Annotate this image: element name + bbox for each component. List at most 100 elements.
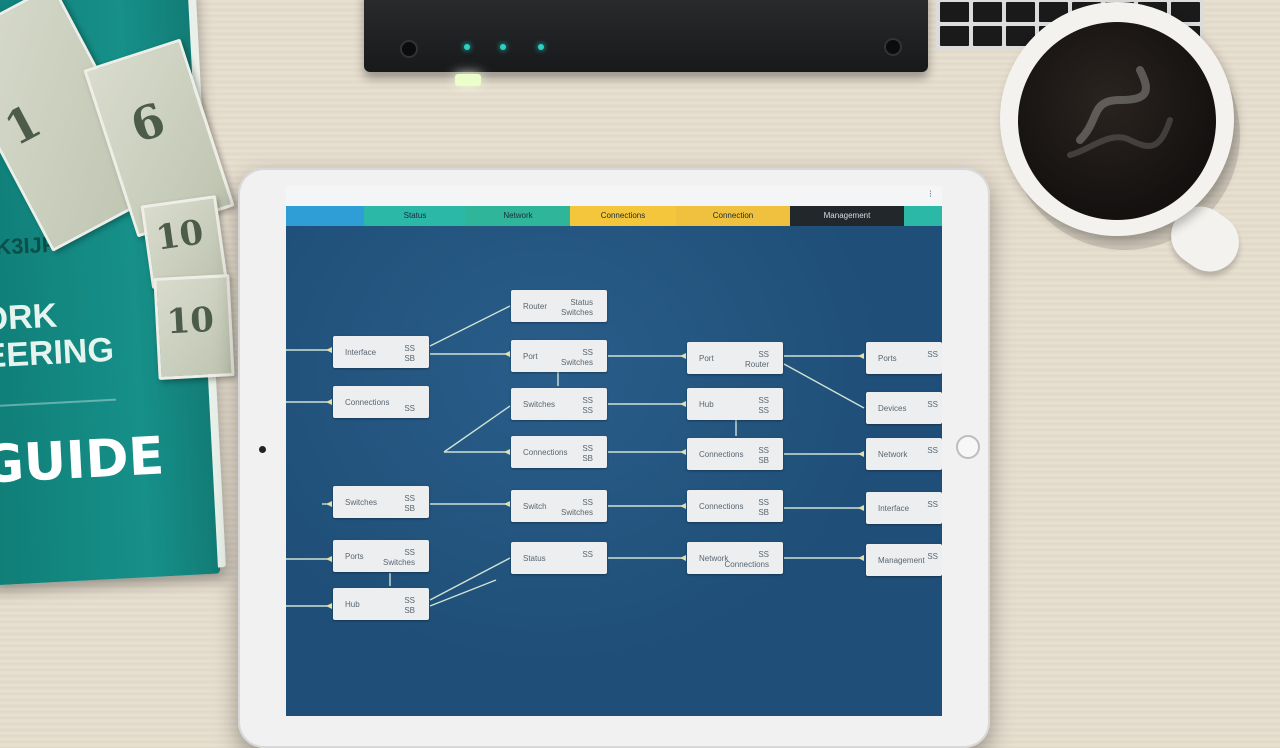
ethernet-port xyxy=(940,26,969,46)
book-divider xyxy=(0,398,117,408)
node-meta: SS xyxy=(758,396,769,405)
tablet-camera xyxy=(259,446,266,453)
node-meta: SS xyxy=(758,406,769,415)
node-meta: Switches xyxy=(560,308,593,317)
node-meta: SS xyxy=(927,446,938,455)
node-label: Hub xyxy=(345,600,360,609)
node-meta: SB xyxy=(404,606,415,615)
node-label: Switch xyxy=(523,502,547,511)
tab-label: Network xyxy=(503,211,533,220)
tablet-home-button[interactable] xyxy=(956,435,980,459)
tab-management[interactable]: Management xyxy=(790,206,904,226)
diagram-node[interactable]: Devices SS xyxy=(866,392,942,424)
node-label: Ports xyxy=(345,552,364,561)
node-label: Ports xyxy=(878,354,897,363)
tab-connection[interactable]: Connection xyxy=(676,206,790,226)
node-label: Connections xyxy=(523,448,568,457)
network-switch xyxy=(364,0,1204,72)
coffee-surface xyxy=(1018,22,1216,220)
node-label: Interface xyxy=(345,348,377,357)
node-label: Network xyxy=(878,450,908,459)
node-meta: SS xyxy=(927,552,938,561)
node-meta: SS xyxy=(404,494,415,503)
tab-6[interactable] xyxy=(904,206,942,226)
tab-bar: Status Network Connections Connection Ma… xyxy=(286,206,942,226)
diagram-node[interactable]: Network SS xyxy=(866,438,942,470)
diagram-node[interactable]: Switch SS Switches xyxy=(511,490,607,522)
diagram-node[interactable]: Port SS Switches xyxy=(511,340,607,372)
node-meta: Connections xyxy=(724,560,769,569)
node-meta: SS xyxy=(404,548,415,557)
node-meta: SS xyxy=(582,396,593,405)
switch-screw xyxy=(884,38,902,56)
diagram-node[interactable]: Connections SS xyxy=(333,386,429,418)
diagram-node[interactable]: Hub SS SS xyxy=(687,388,783,420)
dollar-bill-4: 10 xyxy=(153,274,235,380)
bill-denomination: 10 xyxy=(165,299,216,343)
node-meta: SS xyxy=(582,444,593,453)
diagram-node[interactable]: Hub SS SB xyxy=(333,588,429,620)
node-label: Devices xyxy=(878,404,907,413)
node-label: Switches xyxy=(523,400,556,409)
diagram-node[interactable]: Connections SS SB xyxy=(511,436,607,468)
diagram-node[interactable]: Switches SS SS xyxy=(511,388,607,420)
node-meta: Switches xyxy=(560,358,593,367)
node-label: Port xyxy=(699,354,714,363)
node-meta: SS xyxy=(758,350,769,359)
diagram-node[interactable]: Management SS xyxy=(866,544,942,576)
node-meta: SS xyxy=(404,596,415,605)
node-label: Management xyxy=(878,556,925,565)
tablet-screen: ⁝ Status Network Connections Connection … xyxy=(286,186,942,716)
tab-label: Connections xyxy=(600,211,646,220)
node-meta: Status xyxy=(570,298,593,307)
tab-label: Status xyxy=(403,211,427,220)
node-meta: SS xyxy=(404,404,415,413)
bill-denomination: 1 xyxy=(0,93,50,157)
tab-connections[interactable]: Connections xyxy=(570,206,676,226)
diagram-node[interactable]: Port SS Router xyxy=(687,342,783,374)
node-meta: Switches xyxy=(560,508,593,517)
node-meta: SB xyxy=(404,504,415,513)
ethernet-port xyxy=(940,2,969,22)
diagram-node[interactable]: Ports SS xyxy=(866,342,942,374)
diagram-node[interactable]: Interface SS xyxy=(866,492,942,524)
menu-icon[interactable]: ⁝ xyxy=(928,189,932,200)
app-title-bar: ⁝ xyxy=(286,186,942,206)
tab-0[interactable] xyxy=(286,206,364,226)
switch-screw xyxy=(400,40,418,58)
diagram-node[interactable]: Connections SS SB xyxy=(687,438,783,470)
node-meta: SB xyxy=(758,456,769,465)
node-meta: SS xyxy=(582,406,593,415)
diagram-node[interactable]: Interface SS SB xyxy=(333,336,429,368)
node-label: Connections xyxy=(345,398,390,407)
steam-icon xyxy=(1067,66,1173,158)
status-led xyxy=(500,44,506,50)
node-label: Connections xyxy=(699,502,744,511)
ethernet-port xyxy=(973,2,1002,22)
diagram-node[interactable]: Status SS xyxy=(511,542,607,574)
ethernet-port xyxy=(973,26,1002,46)
node-meta: Switches xyxy=(382,558,415,567)
node-label: Router xyxy=(523,302,548,311)
diagram-node[interactable]: Ports SS Switches xyxy=(333,540,429,572)
book-title-line-2: EERING xyxy=(0,330,115,376)
node-meta: Router xyxy=(744,360,769,369)
tab-status[interactable]: Status xyxy=(364,206,466,226)
node-meta: SS xyxy=(404,344,415,353)
node-label: Interface xyxy=(878,504,910,513)
diagram-node[interactable]: Switches SS SB xyxy=(333,486,429,518)
node-label: Network xyxy=(699,554,729,563)
node-meta: SS xyxy=(758,446,769,455)
ethernet-port xyxy=(1006,26,1035,46)
node-meta: SS xyxy=(582,348,593,357)
node-meta: SS xyxy=(927,350,938,359)
node-meta: SS xyxy=(582,498,593,507)
diagram-node[interactable]: Network SS Connections xyxy=(687,542,783,574)
diagram-node[interactable]: Connections SS SB xyxy=(687,490,783,522)
tab-network[interactable]: Network xyxy=(466,206,570,226)
node-meta: SS xyxy=(927,400,938,409)
node-meta: SS xyxy=(758,498,769,507)
tab-label: Connection xyxy=(712,211,754,220)
diagram-node[interactable]: Router Status Switches xyxy=(511,290,607,322)
node-meta: SS xyxy=(582,550,593,559)
